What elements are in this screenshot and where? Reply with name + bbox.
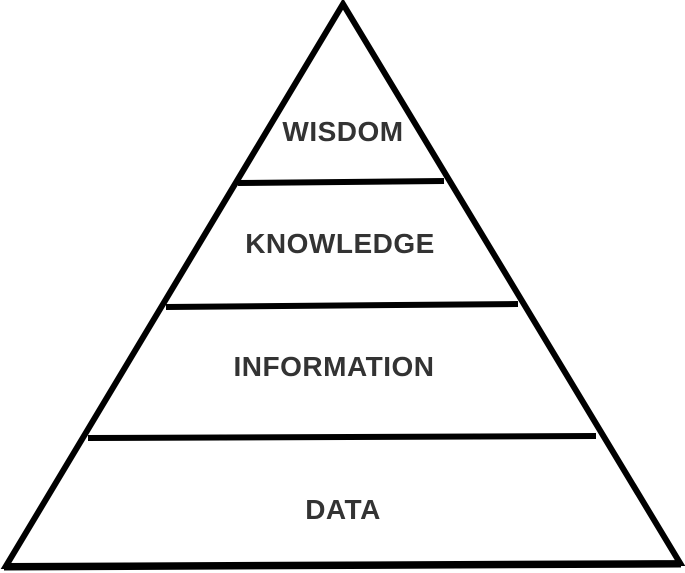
divider-information-data — [87, 433, 597, 441]
level-label-data: DATA — [305, 494, 381, 525]
level-label-information: INFORMATION — [233, 351, 435, 382]
divider-knowledge-information — [165, 301, 519, 310]
level-label-wisdom: WISDOM — [282, 116, 404, 147]
pyramid-base — [3, 560, 682, 571]
divider-wisdom-knowledge — [237, 178, 445, 186]
level-label-knowledge: KNOWLEDGE — [245, 228, 435, 259]
